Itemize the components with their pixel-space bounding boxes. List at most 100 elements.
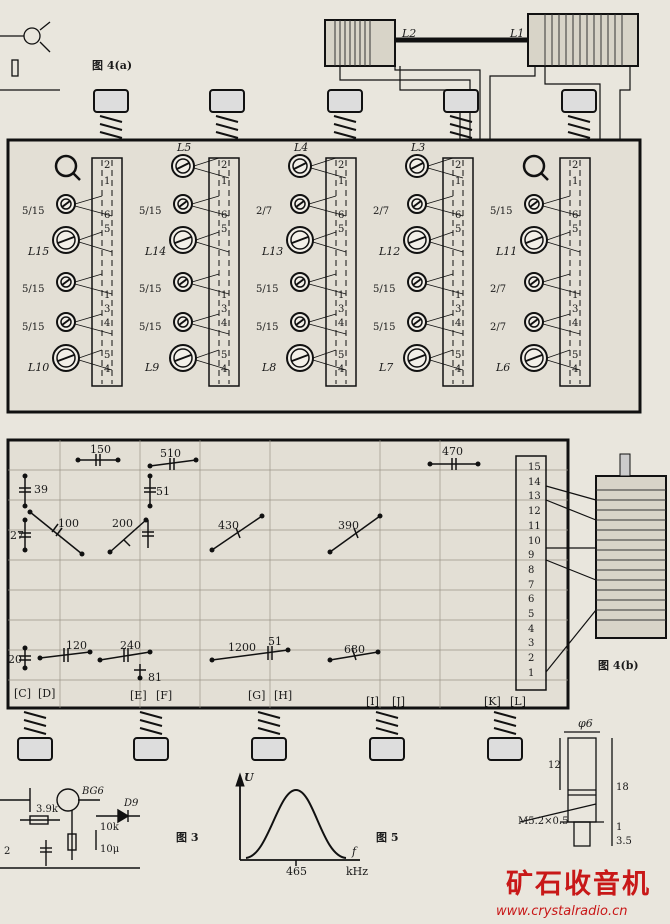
pin-num-1-2: 6 [221,210,228,221]
cap2-label-4: 2/7 [490,284,507,295]
res-3-9k: 3.9k [36,804,58,815]
pin-num-0-5: 3 [104,304,111,315]
cap1-label-3: 2/7 [373,206,390,217]
pin-num-4-6: 4 [572,318,579,329]
coil-board-outline [6,138,642,414]
pin-num-2-5: 3 [338,304,345,315]
pcb-pin-4: 4 [528,623,535,635]
pcb-pin-12: 12 [528,506,541,518]
bracket-h: [H] [274,689,293,702]
bracket-c: [C] [14,687,31,700]
coil-columns [52,154,591,387]
coil-mid-label-1: L14 [145,245,167,258]
pcb-pin-9: 9 [528,550,535,562]
bottom-coil-formers [23,711,517,735]
res-10k: 10k [100,822,119,833]
fig5-curve [235,772,360,866]
bracket-f: [F] [156,689,173,702]
cap2-label-2: 5/15 [256,284,279,295]
bracket-j: [J] [392,695,405,708]
dim-thread: M5.2×0.5 [518,816,569,827]
bracket-k: [K] [484,695,501,708]
pcb-pin-10: 10 [528,535,541,547]
cap1-label-1: 5/15 [139,206,162,217]
pcb-pin-13: 13 [528,491,541,503]
bracket-l: [L] [510,695,526,708]
bracket-i: [I] [366,695,379,708]
watermark-title: 矿石收音机 [506,869,651,900]
coil-top-label-3: L3 [411,141,426,154]
dim-1: 1 [616,822,623,833]
pin-num-3-4: 1 [455,290,462,301]
coil-mid-label-3: L12 [379,245,401,258]
cap-150: 150 [90,443,111,456]
cap1-label-4: 5/15 [490,206,513,217]
pcb-pin-14: 14 [528,476,541,488]
cap-81: 81 [148,671,162,684]
pin-num-2-2: 6 [338,210,345,221]
cap3-label-2: 5/15 [256,322,279,333]
pin-num-1-8: 4 [221,364,228,375]
pin-num-2-7: 5 [338,350,345,361]
bracket-d: [D] [38,687,56,700]
pcb-pin-strip [515,455,547,691]
pin-num-4-7: 5 [572,350,579,361]
coil-L2-body [324,19,396,67]
coil-top-label-1: L5 [177,141,192,154]
pin-num-4-0: 2 [572,160,579,171]
pin-num-0-2: 6 [104,210,111,221]
pin-num-0-1: 1 [104,176,111,187]
coil-L1-label: L1 [510,27,525,40]
pcb-pin-5: 5 [528,609,535,620]
coil-L2-label: L2 [402,27,417,40]
diode-d9: D9 [124,798,139,809]
pcb-pin-8: 8 [528,564,535,576]
pin-num-2-4: 1 [338,290,345,301]
cap-200: 200 [112,517,133,530]
pin-num-1-1: 1 [221,176,228,187]
coil-bot-label-0: L10 [28,361,50,374]
cap2-label-0: 5/15 [22,284,45,295]
coil-L1-body [527,13,639,67]
cap3-label-1: 5/15 [139,322,162,333]
pcb-pin-2: 2 [528,653,535,665]
pin-num-2-6: 4 [338,318,345,329]
pin-num-3-1: 1 [455,176,462,187]
pin-strip-0 [91,157,123,387]
fig4b-caption: 图 4(b) [598,659,639,672]
cap-20: 20 [8,653,22,666]
cap-120: 120 [66,639,87,652]
pin-num-3-6: 4 [455,318,462,329]
pin-num-1-6: 4 [221,318,228,329]
pin-num-2-3: 5 [338,224,345,235]
cap-10u: 10μ [100,844,120,855]
top-coil-formers [93,89,597,113]
pin-num-0-3: 5 [104,224,111,235]
coil-bot-label-2: L8 [262,361,277,374]
tuning-knob-4 [522,154,546,178]
cap2-label-1: 5/15 [139,284,162,295]
pin-num-0-7: 5 [104,350,111,361]
cap-39: 39 [34,483,48,496]
cap-430: 430 [218,519,239,532]
pin-strip-2 [325,157,357,387]
fig3-circuit [0,788,140,869]
fig5-x-label: f [352,845,357,858]
cap-510: 510 [160,447,181,460]
tuning-knob-0 [54,154,78,178]
pin-num-0-6: 4 [104,318,111,329]
pin-num-0-0: 2 [104,160,111,171]
bracket-g: [G] [248,689,266,702]
pin-strip-1 [208,157,240,387]
fig3-caption: 图 3 [176,831,199,844]
pin-num-4-2: 6 [572,210,579,221]
dim-3-5: 3.5 [616,836,632,847]
coil-bot-label-4: L6 [496,361,511,374]
cap-51b: 51 [268,635,282,648]
pcb-grid [8,440,568,708]
pin-num-4-5: 3 [572,304,579,315]
coil-bot-label-3: L7 [379,361,394,374]
pcb-pin-1: 1 [528,667,535,679]
pin-strip-4 [559,157,591,387]
